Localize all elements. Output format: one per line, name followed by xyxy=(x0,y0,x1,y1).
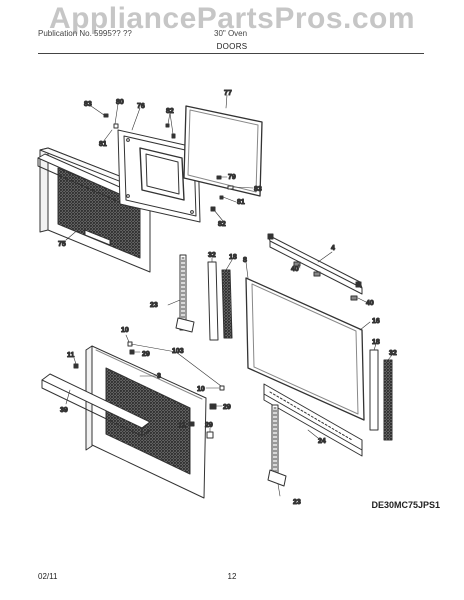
lower-door-handle xyxy=(41,373,151,437)
callout-18: 18 xyxy=(229,254,237,261)
callout-82-lower: 82 xyxy=(218,221,226,228)
callout-32-right: 32 xyxy=(389,350,397,357)
callout-76: 76 xyxy=(137,103,145,110)
callout-16: 16 xyxy=(372,318,380,325)
callout-23: 23 xyxy=(150,302,158,309)
callout-11: 11 xyxy=(67,352,75,359)
lower-door-bottom-trim xyxy=(263,383,363,457)
callout-79: 79 xyxy=(228,174,236,181)
footer-date: 02/11 xyxy=(38,572,58,581)
product-label: 30" Oven xyxy=(214,29,248,38)
callout-39: 39 xyxy=(60,407,68,414)
lower-hinge-assembly xyxy=(267,404,287,487)
model-number: DE30MC75JPS1 xyxy=(371,500,440,510)
lower-side-channels xyxy=(369,349,393,441)
callout-82: 82 xyxy=(166,108,174,115)
publication-label: Publication No. 5995?? ?? xyxy=(38,29,132,38)
upper-leader-lines xyxy=(65,94,254,241)
upper-door-hardware xyxy=(103,113,234,212)
callout-83-right: 83 xyxy=(254,186,262,193)
callout-80: 80 xyxy=(116,99,124,106)
callout-40: 40 xyxy=(291,266,299,273)
section-title: DOORS xyxy=(216,42,248,51)
callout-labels: 83 80 76 82 77 81 79 83 81 82 75 4 32 18… xyxy=(58,90,398,507)
door-hinge-rail xyxy=(267,233,363,295)
callout-81-right: 81 xyxy=(237,199,245,206)
upper-hinge-assembly xyxy=(175,254,195,333)
header-rule xyxy=(38,53,424,54)
callout-83: 83 xyxy=(84,101,92,108)
callout-8: 8 xyxy=(243,257,247,264)
upper-door-inner-frame xyxy=(117,129,201,223)
callout-4: 4 xyxy=(331,245,335,252)
callout-103: 103 xyxy=(172,348,184,355)
callout-75: 75 xyxy=(58,241,66,248)
callout-29-bottom: 29 xyxy=(205,422,213,429)
upper-side-channels xyxy=(207,261,233,341)
lower-door-inner-glass xyxy=(245,277,365,421)
callout-11-lower: 11 xyxy=(178,422,186,429)
callout-3: 3 xyxy=(157,373,161,380)
callout-77: 77 xyxy=(224,90,232,97)
callout-40-right: 40 xyxy=(366,300,374,307)
callout-24: 24 xyxy=(318,438,326,445)
callout-10: 10 xyxy=(121,327,129,334)
hinge-clips xyxy=(293,261,358,301)
callout-81: 81 xyxy=(99,141,107,148)
callout-18-right: 18 xyxy=(372,339,380,346)
callout-29-lower: 29 xyxy=(223,404,231,411)
callout-32: 32 xyxy=(208,252,216,259)
callout-10-lower: 10 xyxy=(197,386,205,393)
lower-leader-lines xyxy=(65,251,393,497)
page-header: Publication No. 5995?? ?? 30" Oven xyxy=(0,26,464,40)
upper-door-glass-panel xyxy=(183,105,263,197)
callout-29: 29 xyxy=(142,351,150,358)
callout-23-lower: 23 xyxy=(293,499,301,506)
footer-page-number: 12 xyxy=(227,572,237,581)
